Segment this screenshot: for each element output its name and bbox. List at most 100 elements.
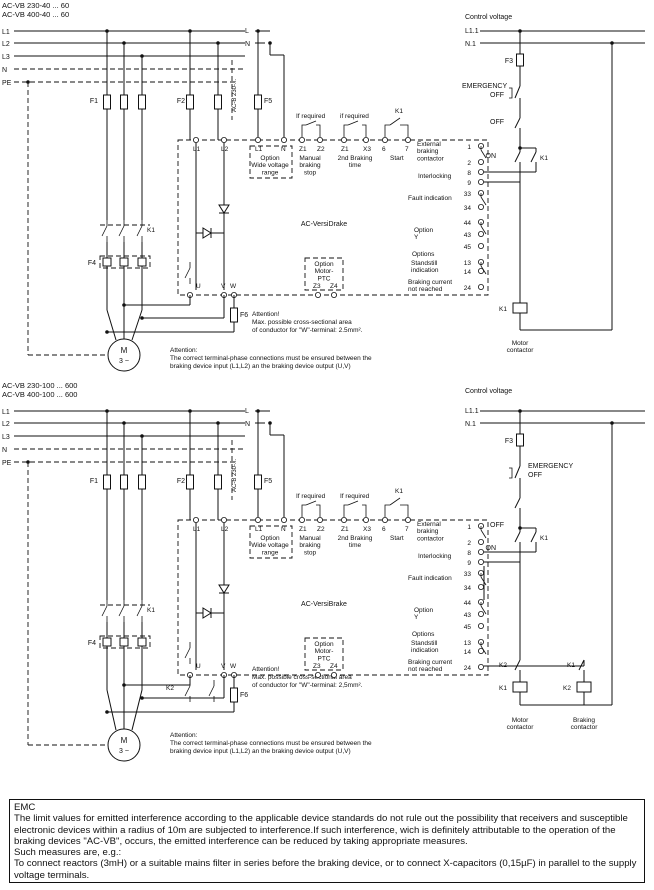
top-terminal-label-t_Z1b: Z1 (341, 526, 349, 533)
fuse-f3-label: F3 (505, 438, 513, 445)
device-terminal-9: 9 (467, 560, 471, 567)
top-terminal-t_X3 (362, 136, 369, 143)
device-terminal-pin-45 (477, 623, 484, 630)
f4-label: F4 (88, 260, 96, 267)
overload-f4-element (137, 637, 147, 647)
start-lead2 (400, 124, 409, 137)
options-label: Options (412, 631, 435, 638)
fuse-f6 (230, 687, 238, 703)
fuse-f1-2 (138, 94, 146, 110)
k2-coil (576, 681, 592, 693)
device-terminal-13: 13 (464, 260, 472, 267)
device-terminal-45: 45 (464, 244, 472, 251)
top-terminal-t_Z1a (298, 136, 305, 143)
acb-label: AC-B 230-... (232, 79, 238, 112)
fuse-f1-1 (120, 474, 128, 490)
device-terminal-24: 24 (464, 665, 472, 672)
device-terminal-33: 33 (464, 571, 472, 578)
top-terminal-label-t_Z2: Z2 (317, 526, 325, 533)
k2-power-label: K2 (166, 685, 174, 692)
fuse-f5-label: F5 (264, 98, 272, 105)
standstill-contact-blade (480, 645, 487, 655)
k1-main-contact-1-blade (118, 225, 125, 237)
fuse-f6 (230, 307, 238, 323)
braking-time-switch (347, 500, 359, 506)
k1-main-contact-2-blade (136, 225, 143, 237)
supply-label-pe: PE (2, 460, 12, 467)
on-label: ON (486, 545, 497, 552)
terminal-z4 (330, 672, 337, 679)
fault-contact-blade (480, 196, 487, 206)
manual-stop-lead2 (316, 504, 321, 517)
fuse-f3-label: F3 (505, 58, 513, 65)
f4-label: F4 (88, 640, 96, 647)
braking-time-lead2 (362, 504, 367, 517)
top-terminal-t_Z1b (340, 136, 347, 143)
top-terminal-label-t_7: 7 (405, 146, 409, 153)
attention2-label: Attention: (170, 732, 198, 739)
terminal-z3 (314, 291, 321, 298)
n1-tap (610, 41, 614, 45)
top-terminal-label-t_6: 6 (382, 146, 386, 153)
attention2-label: Attention: (170, 347, 198, 354)
control-voltage-label: Control voltage (465, 14, 512, 21)
device-terminal-8: 8 (467, 170, 471, 177)
emc-note-box: EMC The limit values for emitted interfe… (9, 799, 645, 883)
fuse-f1-0 (103, 474, 111, 490)
top-terminal-t_Z1a (298, 517, 305, 524)
attention-text-1: Max. possible cross-sectional area (252, 674, 352, 681)
fault-indication-label: Fault indication (408, 195, 452, 202)
k1-start-label: K1 (395, 108, 403, 115)
manual-stop-switch (305, 500, 317, 506)
ext-braking-contact-blade (480, 149, 487, 159)
top-terminal-label-t_L1b: L1 (193, 146, 201, 153)
device-terminal-pin-34 (477, 203, 484, 210)
device-terminal-33: 33 (464, 191, 472, 198)
start-lead (384, 504, 390, 517)
top-terminal-label-t_N: N (281, 146, 286, 153)
if-required-1-label: If required (296, 493, 326, 500)
top-terminal-label-t_L1: L1 (255, 526, 263, 533)
u-junction (122, 303, 126, 307)
device-terminal-pin-9 (477, 559, 484, 566)
control-l11-label: L1.1 (465, 28, 479, 35)
top-terminal-t_Z2 (316, 517, 323, 524)
k2-coil-label: K2 (563, 685, 571, 692)
device-terminal-pin-9 (477, 178, 484, 185)
v-junction (140, 316, 144, 320)
if-required-2-label: If required (340, 493, 370, 500)
top-terminal-t_L1b (192, 517, 199, 524)
internal-switch-blade (184, 647, 191, 659)
ac-versibrake-label: AC-VersiBrake (301, 601, 347, 608)
motor-ptc-frame (304, 257, 344, 291)
top-terminal-label-t_Z1a: Z1 (299, 146, 307, 153)
top-terminal-label-t_L2b: L2 (221, 526, 229, 533)
braking-time-switch (347, 120, 359, 126)
u-junction (122, 683, 126, 687)
terminal-l-label: L (245, 28, 249, 35)
device-terminal-pin-45 (477, 242, 484, 249)
start-label: Start (390, 155, 404, 162)
k2-blade (514, 659, 521, 671)
attention2-text-2: braking device input (L1,L2) an the brak… (170, 363, 351, 370)
top-terminal-label-t_7: 7 (405, 526, 409, 533)
device-terminal-34: 34 (464, 585, 472, 592)
device-terminal-45: 45 (464, 624, 472, 631)
device-terminal-pin-24 (477, 664, 484, 671)
top-terminal-label-t_N: N (281, 526, 286, 533)
top-terminal-label-t_Z1b: Z1 (341, 146, 349, 153)
motor-lead-1 (106, 309, 117, 341)
fuse-f1-label: F1 (90, 478, 98, 485)
off-blade (514, 497, 521, 509)
control-n1-label: N.1 (465, 421, 476, 428)
off-label: OFF (490, 119, 504, 126)
motor-lead-3 (131, 309, 143, 341)
